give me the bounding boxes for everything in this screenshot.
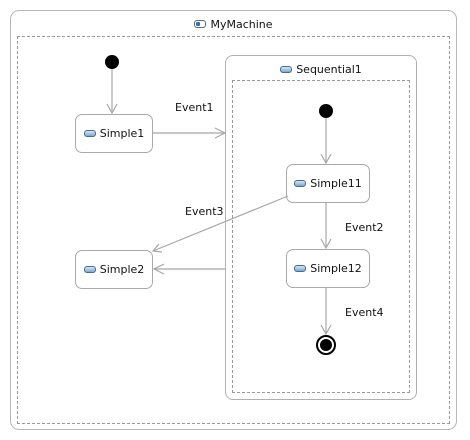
state-simple2[interactable]: Simple2 xyxy=(75,250,153,289)
state-simple11[interactable]: Simple11 xyxy=(286,164,370,203)
initial-pseudostate-sequential[interactable] xyxy=(319,104,333,118)
state-machine-icon xyxy=(194,20,207,28)
final-state[interactable] xyxy=(316,335,336,355)
state-icon xyxy=(294,265,307,272)
state-icon xyxy=(280,65,293,73)
initial-pseudostate-machine[interactable] xyxy=(105,55,119,69)
machine-header: MyMachine xyxy=(11,17,456,31)
state-label: Simple12 xyxy=(310,262,362,275)
machine-title: MyMachine xyxy=(210,17,273,31)
transition-label-event1[interactable]: Event1 xyxy=(175,101,214,114)
transition-label-event2[interactable]: Event2 xyxy=(345,221,384,234)
state-label: Simple1 xyxy=(99,127,145,140)
state-icon xyxy=(294,180,307,187)
state-label: Simple11 xyxy=(310,177,362,190)
composite-header: Sequential1 xyxy=(226,62,416,76)
transition-label-event3[interactable]: Event3 xyxy=(185,205,224,218)
state-simple1[interactable]: Simple1 xyxy=(75,114,153,153)
state-simple12[interactable]: Simple12 xyxy=(286,249,370,288)
state-icon xyxy=(83,130,96,137)
state-label: Simple2 xyxy=(99,263,145,276)
state-icon xyxy=(83,266,96,273)
machine-region xyxy=(17,36,450,424)
transition-label-event4[interactable]: Event4 xyxy=(345,306,384,319)
composite-title: Sequential1 xyxy=(296,62,362,76)
